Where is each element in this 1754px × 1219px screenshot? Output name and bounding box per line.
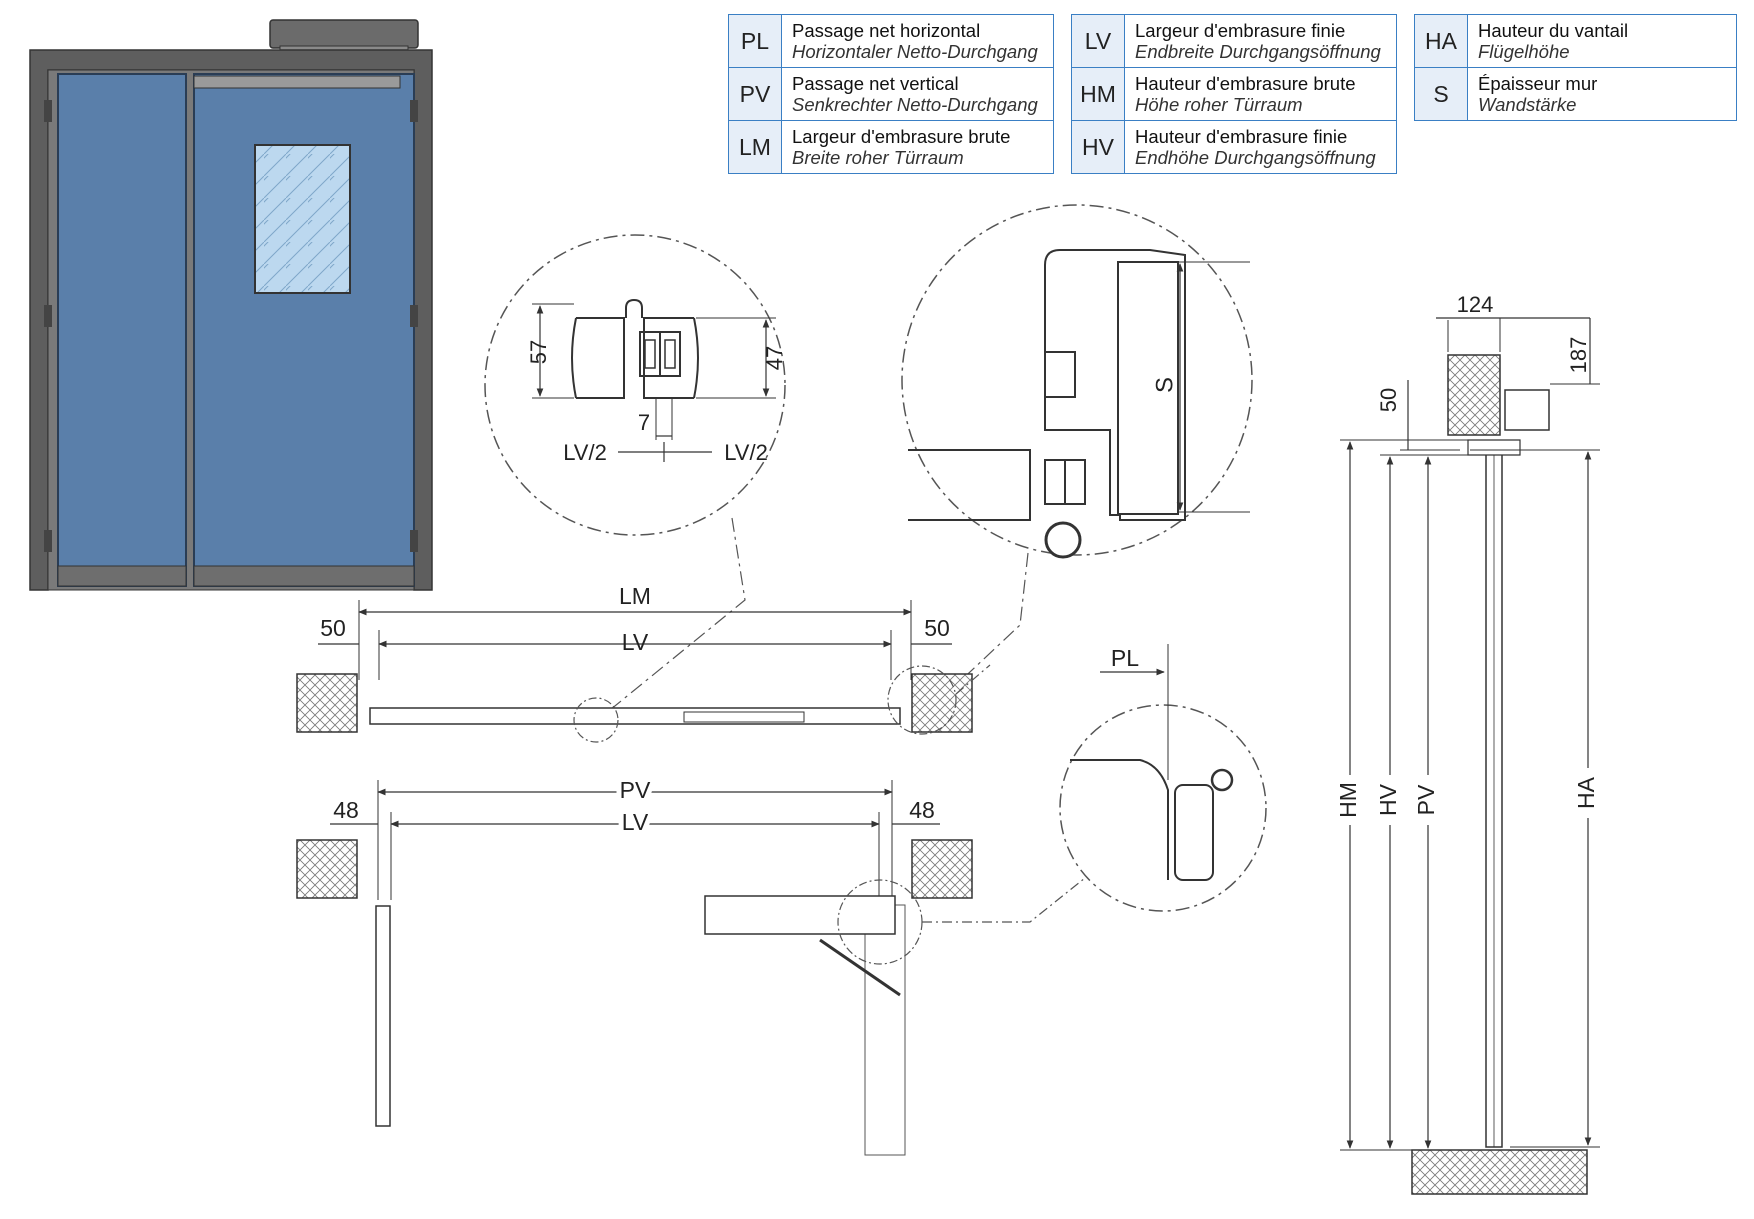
legend-fr: Hauteur d'embrasure finie — [1135, 126, 1348, 147]
legend-fr: Hauteur d'embrasure brute — [1135, 73, 1356, 94]
vision-panel — [254, 144, 351, 294]
legend-de: Wandstärke — [1478, 94, 1577, 115]
dim-lm: LM — [619, 583, 651, 609]
dim-50-right: 50 — [924, 615, 950, 641]
plan-view-closed: LM LM LV 50 50 — [296, 578, 991, 743]
door-operator — [1504, 389, 1550, 431]
dim-7: 7 — [638, 410, 650, 435]
dim-48-right: 48 — [909, 797, 935, 823]
legend-fr: Passage net vertical — [792, 73, 959, 94]
double-door-illustration — [29, 19, 433, 591]
legend-fr: Hauteur du vantail — [1478, 20, 1629, 41]
detail-circle-center-joint: 57 47 7 LV/2 LV/2 — [484, 234, 787, 711]
dim-ha: HA — [1573, 776, 1599, 809]
dim-lv-open: LV — [622, 809, 649, 835]
dim-50-left: 50 — [320, 615, 346, 641]
dim-lv-half-left: LV/2 — [563, 440, 607, 465]
legend-code: HV — [1071, 120, 1125, 174]
door-operator-housing — [269, 19, 419, 49]
dim-s: S — [1151, 377, 1178, 393]
dim-48-left: 48 — [333, 797, 359, 823]
legend-code: LM — [728, 120, 782, 174]
wall-section — [911, 839, 973, 899]
dim-hv: HV — [1375, 783, 1401, 816]
legend-de: Endbreite Durchgangsöffnung — [1135, 41, 1381, 62]
plan-view-open: PV PV LV LV 48 48 — [296, 772, 1086, 1156]
door-leaf-left — [57, 73, 187, 587]
dim-47: 47 — [762, 346, 787, 370]
detail-circle-pl: PL — [1059, 644, 1267, 912]
legend-code: PL — [728, 14, 782, 68]
dim-hm: HM — [1335, 782, 1361, 818]
dim-pv-section: PV — [1413, 784, 1439, 815]
dim-lv-half-right: LV/2 — [724, 440, 768, 465]
dim-50-top: 50 — [1376, 388, 1401, 412]
dim-124: 124 — [1457, 292, 1494, 317]
legend-code: HA — [1414, 14, 1468, 68]
detail-circle-jamb: S — [901, 204, 1253, 703]
legend-de: Flügelhöhe — [1478, 41, 1570, 62]
legend-fr: Largeur d'embrasure finie — [1135, 20, 1346, 41]
svg-text:PV: PV — [620, 777, 651, 803]
wall-section — [911, 673, 973, 733]
svg-text:LM: LM — [619, 583, 651, 609]
legend-code: LV — [1071, 14, 1125, 68]
dim-187: 187 — [1566, 337, 1591, 374]
dim-pv-plan: PV — [620, 777, 651, 803]
elevation-section: 124 187 50 HM HV PV HA — [1335, 292, 1602, 1195]
legend-de: Horizontaler Netto-Durchgang — [792, 41, 1038, 62]
legend-de: Höhe roher Türraum — [1135, 94, 1303, 115]
legend-code: HM — [1071, 67, 1125, 121]
legend-de: Senkrechter Netto-Durchgang — [792, 94, 1038, 115]
floor-section — [1411, 1149, 1588, 1195]
wall-section — [296, 839, 358, 899]
dim-pl: PL — [1111, 645, 1139, 671]
wall-section — [1447, 354, 1501, 436]
legend-fr: Passage net horizontal — [792, 20, 981, 41]
legend-de: Endhöhe Durchgangsöffnung — [1135, 147, 1376, 168]
dim-57: 57 — [526, 340, 551, 364]
legend-de: Breite roher Türraum — [792, 147, 964, 168]
dim-lv-plan: LV — [622, 629, 649, 655]
wall-section — [296, 673, 358, 733]
svg-text:LV: LV — [622, 809, 649, 835]
legend-fr: Épaisseur mur — [1478, 73, 1598, 94]
legend-fr: Largeur d'embrasure brute — [792, 126, 1011, 147]
